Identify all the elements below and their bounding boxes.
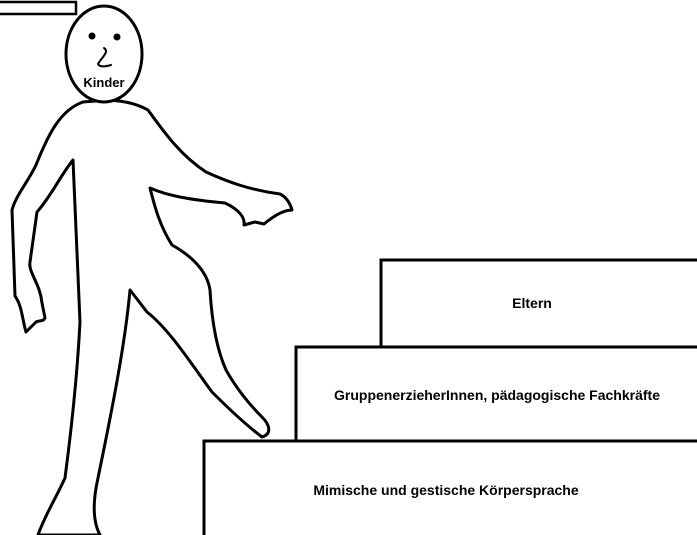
figure-eye-left (89, 33, 96, 40)
staircase: Eltern GruppenerzieherInnen, pädagogisch… (204, 260, 697, 535)
step-top-label: Eltern (512, 295, 552, 311)
figure-eye-right (114, 34, 121, 41)
corner-frame (0, 2, 76, 14)
step-bottom-label: Mimische und gestische Körpersprache (313, 482, 579, 498)
step-middle-label: GruppenerzieherInnen, pädagogische Fachk… (334, 387, 660, 403)
figure-head-label: Kinder (83, 75, 124, 90)
